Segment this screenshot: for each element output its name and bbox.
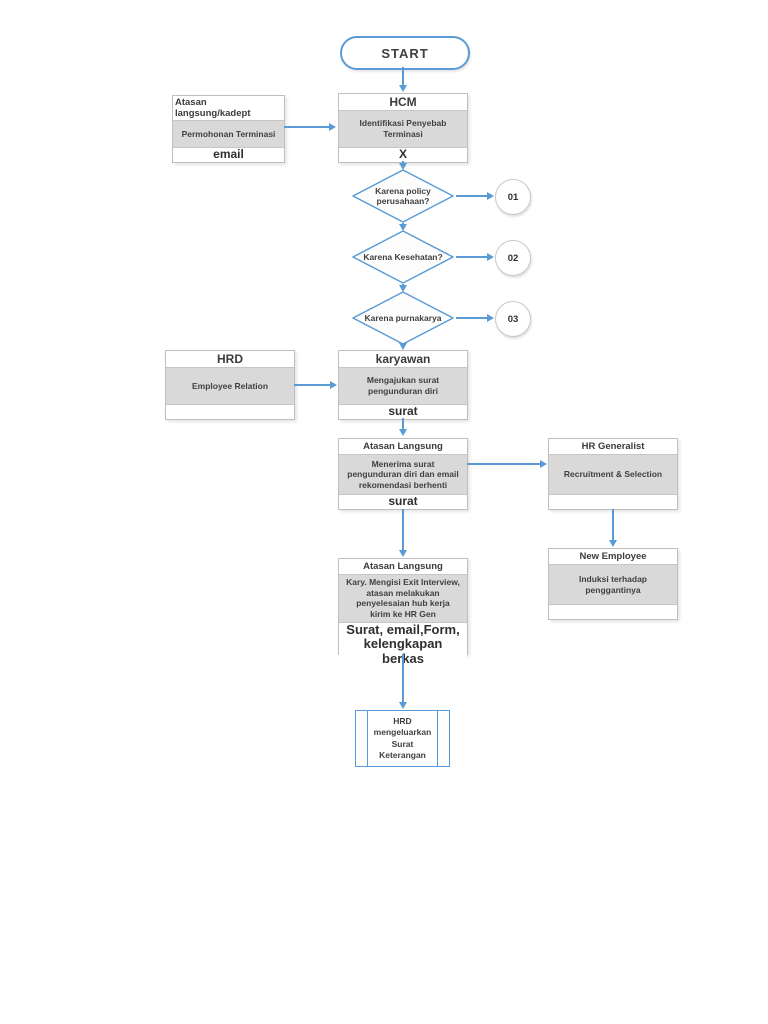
box-header: karyawan [339,351,467,367]
process-box-hcm: HCM Identifikasi Penyebab Terminasi X [338,93,468,163]
offpage-connector-01: 01 [495,179,531,215]
arrow-hrd-to-karyawan [294,381,337,389]
decision-purnakarya: Karena purnakarya [351,291,455,345]
box-body: Menerima surat pengunduran diri dan emai… [339,454,467,495]
box-header: Atasan Langsung [339,559,467,574]
box-body: Identifikasi Penyebab Terminasi [339,110,467,148]
box-footer [549,605,677,619]
process-box-hr-generalist: HR Generalist Recruitment & Selection [548,438,678,510]
connector-label: 02 [507,252,519,264]
box-footer: email [173,147,284,162]
box-header: Atasan langsung/kadept [173,96,284,120]
arrow-atasan1-to-hr-generalist [467,460,547,468]
box-footer: surat [339,404,467,419]
arrow-permohonan-to-hcm [284,123,336,131]
arrow-hr-generalist-to-new-employee [609,509,617,547]
arrow-atasan2-to-predefined [399,654,407,709]
decision-policy: Karena policy perusahaan? [351,169,455,223]
process-box-atasan1: Atasan Langsung Menerima surat pengundur… [338,438,468,510]
start-label: START [381,45,429,61]
box-header: New Employee [549,549,677,564]
process-box-new-employee: New Employee Induksi terhadap penggantin… [548,548,678,620]
box-body: Mengajukan surat pengunduran diri [339,367,467,405]
decision-label: Karena purnakarya [364,312,442,323]
predefined-label: HRD mengeluarkan Surat Keterangan [373,716,432,760]
box-body: Induksi terhadap penggantinya [549,564,677,605]
process-box-atasan2: Atasan Langsung Kary. Mengisi Exit Inter… [338,558,468,668]
box-footer: surat [339,494,467,509]
arrow-start-to-hcm [399,67,407,92]
box-body: Permohonan Terminasi [173,120,284,148]
box-footer: X [339,147,467,162]
process-box-permohonan: Atasan langsung/kadept Permohonan Termin… [172,95,285,163]
diamond-shape [352,230,454,284]
box-header: HCM [339,94,467,110]
box-header: HR Generalist [549,439,677,454]
arrow-atasan1-to-atasan2 [399,509,407,557]
arrow-decision1-to-01 [456,192,494,200]
offpage-connector-02: 02 [495,240,531,276]
box-body: Kary. Mengisi Exit Interview, atasan mel… [339,574,467,623]
connector-label: 01 [507,191,519,203]
predefined-process-hrd-surat: HRD mengeluarkan Surat Keterangan [355,710,450,767]
box-header: Atasan Langsung [339,439,467,454]
arrow-hcm-to-decision1 [399,161,407,170]
box-footer [549,495,677,509]
predefined-inner-line-left [367,711,368,766]
box-header: HRD [166,351,294,367]
offpage-connector-03: 03 [495,301,531,337]
arrow-decision3-to-karyawan [399,343,407,350]
arrow-karyawan-to-atasan1 [399,418,407,436]
arrow-decision2-to-decision3 [399,284,407,292]
connector-label: 03 [507,313,519,325]
diamond-shape [352,169,454,223]
process-box-karyawan: karyawan Mengajukan surat pengunduran di… [338,350,468,420]
decision-kesehatan: Karena Kesehatan? [351,230,455,284]
predefined-inner-line-right [437,711,438,766]
arrow-decision2-to-02 [456,253,494,261]
decision-label: Karena policy perusahaan? [375,185,431,206]
start-node: START [340,36,470,70]
arrow-decision1-to-decision2 [399,223,407,231]
decision-label: Karena Kesehatan? [363,251,443,262]
process-box-hrd-er: HRD Employee Relation [165,350,295,420]
box-body: Employee Relation [166,367,294,405]
box-body: Recruitment & Selection [549,454,677,495]
box-footer [166,405,294,419]
arrow-decision3-to-03 [456,314,494,322]
